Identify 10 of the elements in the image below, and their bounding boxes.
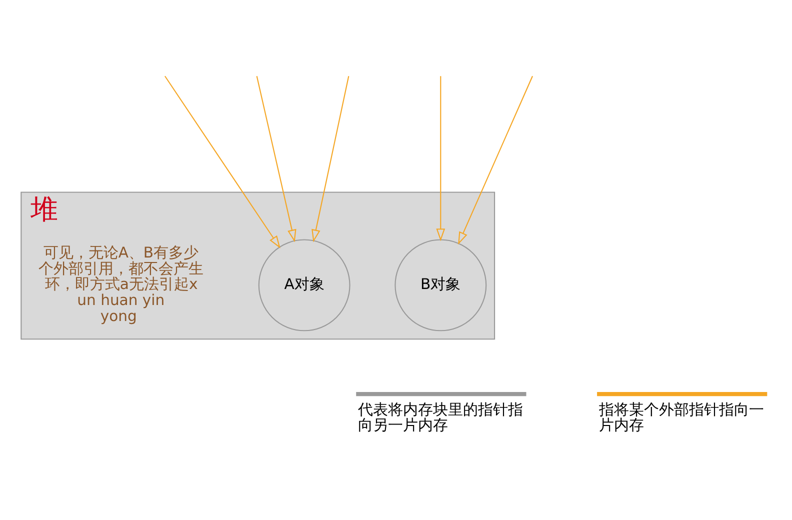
node-circle: B对象	[394, 239, 487, 332]
label: 可见，无论A、B有多少个外部引用，都不会产生环，即方式a无法引起xun huan yin yong	[38, 244, 204, 325]
arrow	[164, 76, 280, 248]
arrow	[458, 76, 533, 245]
arrow	[312, 76, 350, 242]
legend-label: 代表将内存块里的指针指向另一片内存	[358, 401, 524, 434]
node-circle: A对象	[258, 239, 350, 332]
legend-label: 指将某个外部指针指向一片内存	[599, 401, 764, 434]
arrow	[256, 76, 296, 242]
arrow	[436, 76, 446, 242]
